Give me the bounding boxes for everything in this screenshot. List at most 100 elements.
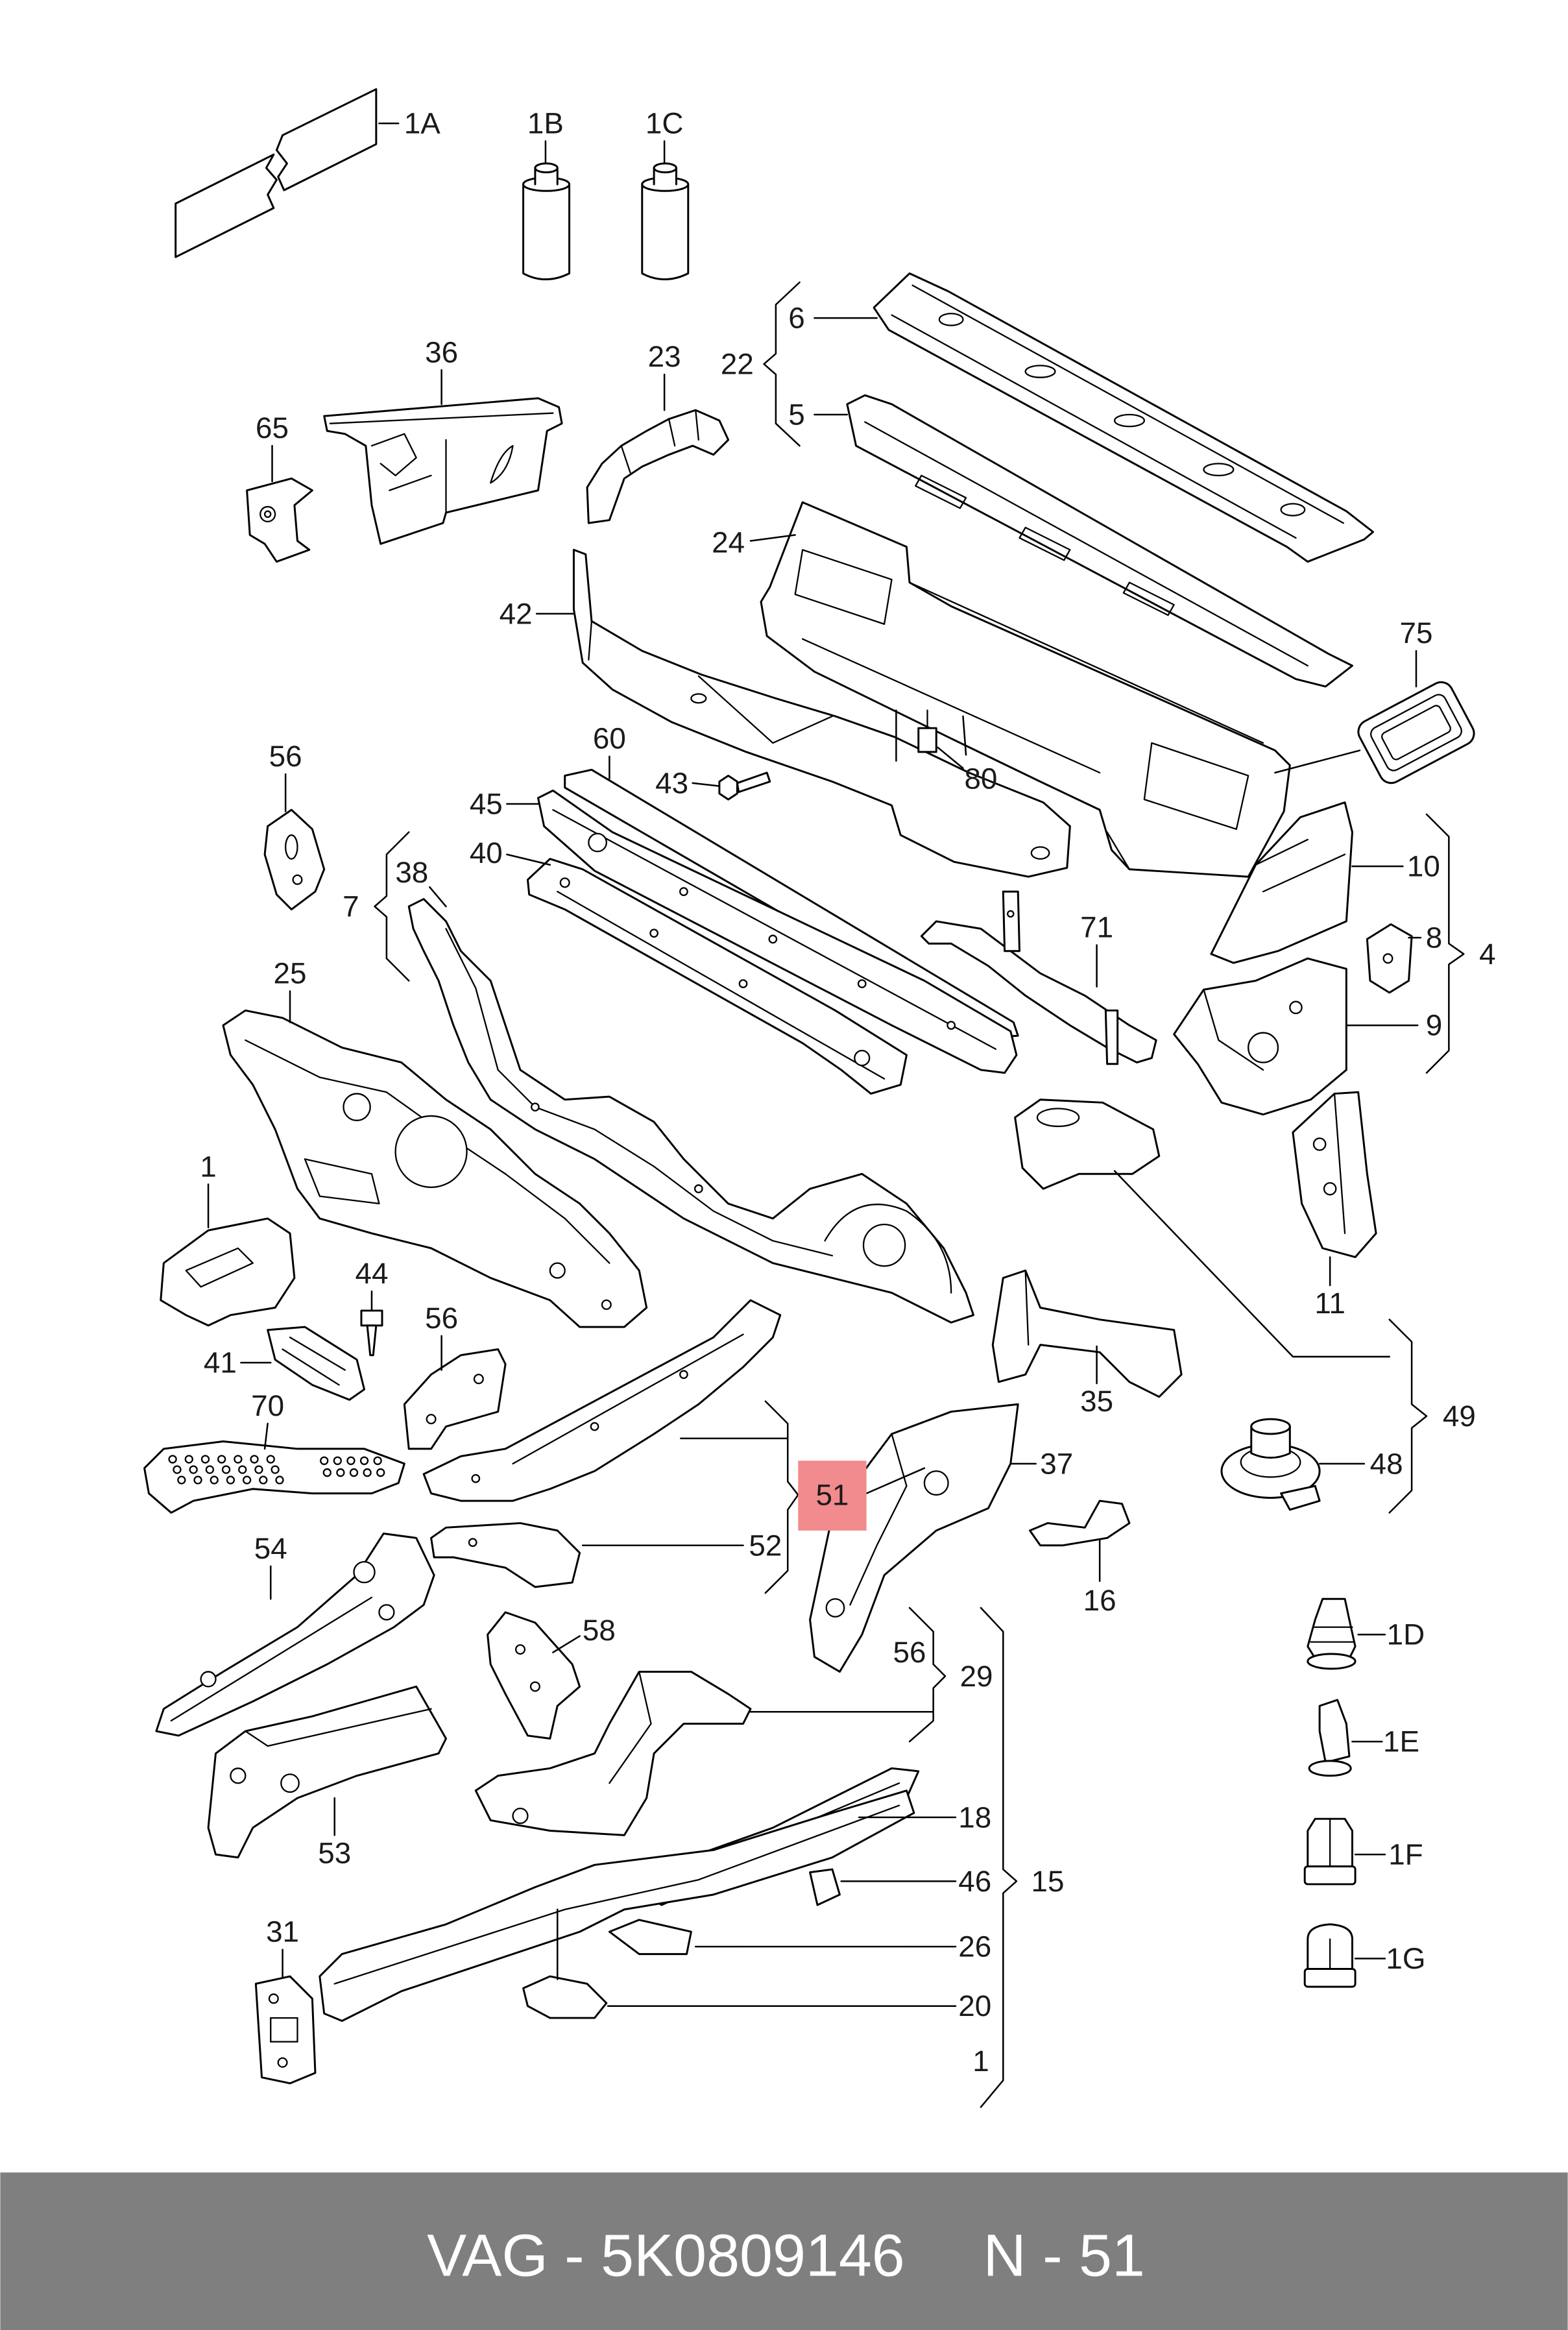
leader-24 [749, 534, 796, 542]
part-35-drawing [991, 1269, 1183, 1398]
part-70-hole [376, 1468, 385, 1477]
callout-1c: 1C [645, 107, 684, 140]
callout-70: 70 [251, 1389, 284, 1422]
callout-4: 4 [1479, 938, 1495, 971]
brace-4 [1425, 813, 1465, 1074]
callout-41: 41 [204, 1346, 237, 1379]
callout-29: 29 [960, 1660, 993, 1693]
callout-24: 24 [712, 526, 745, 559]
part-70-hole [363, 1468, 372, 1477]
callout-65: 65 [256, 411, 289, 444]
part-41-drawing [267, 1326, 366, 1401]
callout-36: 36 [425, 335, 458, 369]
leader-lines [207, 122, 1422, 2008]
part-1b-drawing [522, 162, 571, 280]
part-16-drawing [1029, 1499, 1131, 1547]
part-1d-drawing [1307, 1597, 1357, 1670]
callout-80: 80 [964, 762, 997, 795]
part-1-sill-drawing [319, 1790, 915, 2022]
callout-49: 49 [1443, 1400, 1476, 1433]
part-70-hole [322, 1468, 332, 1477]
callout-43: 43 [655, 766, 688, 799]
callout-16: 16 [1083, 1584, 1116, 1617]
part-70-hole [221, 1465, 231, 1474]
part-1f-drawing [1303, 1817, 1357, 1886]
callout-23: 23 [648, 340, 681, 373]
part-70-hole [193, 1475, 202, 1485]
callout-1g: 1G [1386, 1942, 1425, 1975]
part-5-drawing [846, 394, 1353, 688]
part-37-drawing [809, 1403, 1019, 1673]
part-75-drawing [1357, 681, 1475, 784]
callout-9: 9 [1426, 1009, 1442, 1042]
callout-45: 45 [470, 787, 503, 820]
part-70-hole [217, 1455, 226, 1464]
part-8-drawing [1366, 923, 1413, 994]
part-70-hole [234, 1455, 243, 1464]
callout-26: 26 [958, 1930, 991, 1963]
part-wheelhouse-drawing [1014, 1098, 1161, 1190]
leader-58 [552, 1635, 581, 1653]
brace-7 [374, 831, 410, 982]
callout-25: 25 [274, 957, 307, 990]
part-70-hole [359, 1456, 369, 1465]
part-70-hole [238, 1465, 247, 1474]
callout-labels: 1A 1B 1C 36 23 22 6 5 65 24 42 75 60 43 … [200, 107, 1495, 2078]
part-70-hole [259, 1475, 268, 1485]
callout-56-top: 56 [269, 740, 302, 773]
callout-1-left: 1 [200, 1150, 216, 1183]
leader-80-to-24 [895, 709, 967, 762]
callout-1f: 1F [1388, 1838, 1423, 1871]
callout-40: 40 [470, 836, 503, 869]
callout-31: 31 [266, 1915, 299, 1948]
callout-15: 15 [1031, 1865, 1065, 1898]
footer-bar: VAG - 5K0809146 N - 51 [0, 2172, 1568, 2330]
part-10-drawing [1210, 801, 1353, 964]
part-44-drawing [360, 1309, 383, 1357]
part-46-drawing [809, 1868, 841, 1906]
callout-8: 8 [1426, 921, 1442, 954]
callout-37: 37 [1040, 1447, 1073, 1480]
part-70-hole [184, 1455, 193, 1464]
part-56-top-drawing [263, 808, 326, 911]
part-6-drawing [873, 272, 1375, 563]
callout-1a: 1A [404, 107, 440, 140]
part-70-hole [226, 1475, 235, 1485]
callout-54: 54 [254, 1532, 287, 1565]
part-9-drawing [1173, 957, 1347, 1116]
callout-53: 53 [318, 1836, 351, 1869]
callout-51: 51 [815, 1478, 849, 1511]
part-52-drawing [430, 1522, 581, 1588]
part-48-drawing [1220, 1418, 1321, 1511]
callout-75: 75 [1399, 616, 1432, 649]
callout-46: 46 [958, 1865, 991, 1898]
highlight-box-51 [798, 1461, 867, 1531]
callout-38: 38 [395, 856, 428, 889]
part-70-hole [173, 1465, 182, 1474]
part-70-perforation [168, 1455, 385, 1485]
footer-position: N - 51 [983, 2222, 1144, 2288]
callout-56-mid: 56 [425, 1302, 458, 1335]
part-70-drawing [143, 1440, 405, 1514]
part-23-drawing [586, 409, 730, 524]
part-42-drawing [572, 548, 1071, 878]
part-53-drawing [207, 1685, 447, 1859]
part-1a-drawing [175, 88, 378, 258]
part-70-hole [200, 1455, 210, 1464]
footer-background [0, 2172, 1568, 2330]
part-58-drawing [487, 1611, 581, 1740]
callout-6: 6 [788, 302, 804, 335]
callout-10: 10 [1407, 850, 1440, 883]
part-70-hole [250, 1455, 259, 1464]
part-1e-drawing [1308, 1699, 1352, 1777]
leader-70 [263, 1422, 269, 1450]
part-70-hole [336, 1468, 345, 1477]
callout-71: 71 [1080, 911, 1113, 944]
callout-42: 42 [500, 597, 533, 630]
part-40-drawing [526, 858, 908, 1095]
callout-1-sill: 1 [972, 2045, 989, 2078]
leader-43 [692, 782, 721, 787]
callout-20: 20 [958, 1989, 991, 2022]
callout-56-low: 56 [893, 1636, 926, 1669]
